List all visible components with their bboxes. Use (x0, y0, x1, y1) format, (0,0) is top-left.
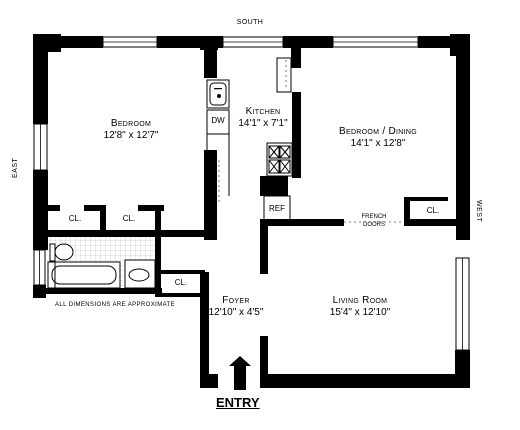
room-kitchen: Kitchen 14'1" x 7'1" (218, 106, 308, 129)
stove-burners (268, 145, 291, 174)
room-bedroom-dining-name: Bedroom / Dining (339, 126, 417, 137)
room-foyer-dims: 12'10" x 4'5" (208, 306, 264, 318)
room-living-dims: 15'4" x 12'10" (329, 306, 391, 318)
compass-east: EAST (12, 157, 19, 178)
room-foyer-name: Foyer (222, 295, 250, 306)
closet-label: CL. (68, 214, 82, 223)
room-living-name: Living Room (332, 295, 388, 306)
room-bedroom-dims: 12'8" x 12'7" (103, 129, 159, 141)
interior-walls (44, 36, 456, 388)
french-doors-label: FRENCH DOORS (361, 214, 387, 228)
approximate-note: ALL DIMENSIONS ARE APPROXIMATE (54, 302, 176, 308)
window-sashes (39, 41, 463, 350)
entry-label: ENTRY (216, 395, 260, 410)
room-bedroom-dining: Bedroom / Dining 14'1" x 12'8" (318, 126, 438, 149)
dashed-lines (218, 60, 404, 223)
room-foyer: Foyer 12'10" x 4'5" (200, 295, 272, 318)
sink-faucet (214, 88, 222, 98)
refrigerator-label: REF (269, 204, 285, 213)
closet-label: CL. (122, 214, 136, 223)
room-bedroom: Bedroom 12'8" x 12'7" (76, 118, 186, 141)
room-living: Living Room 15'4" x 12'10" (310, 295, 410, 318)
room-kitchen-dims: 14'1" x 7'1" (238, 117, 288, 129)
closet-label: CL. (174, 278, 188, 287)
closet-label: CL. (426, 206, 440, 215)
compass-west: WEST (475, 200, 482, 223)
entry-arrow (229, 356, 251, 390)
compass-south: SOUTH (236, 19, 264, 26)
room-kitchen-name: Kitchen (245, 106, 281, 117)
dishwasher-label: DW (211, 116, 225, 125)
room-bedroom-dining-dims: 14'1" x 12'8" (350, 137, 406, 149)
room-bedroom-name: Bedroom (110, 118, 152, 129)
bathroom-fixtures (47, 243, 156, 289)
kitchen-fixtures (206, 57, 293, 221)
